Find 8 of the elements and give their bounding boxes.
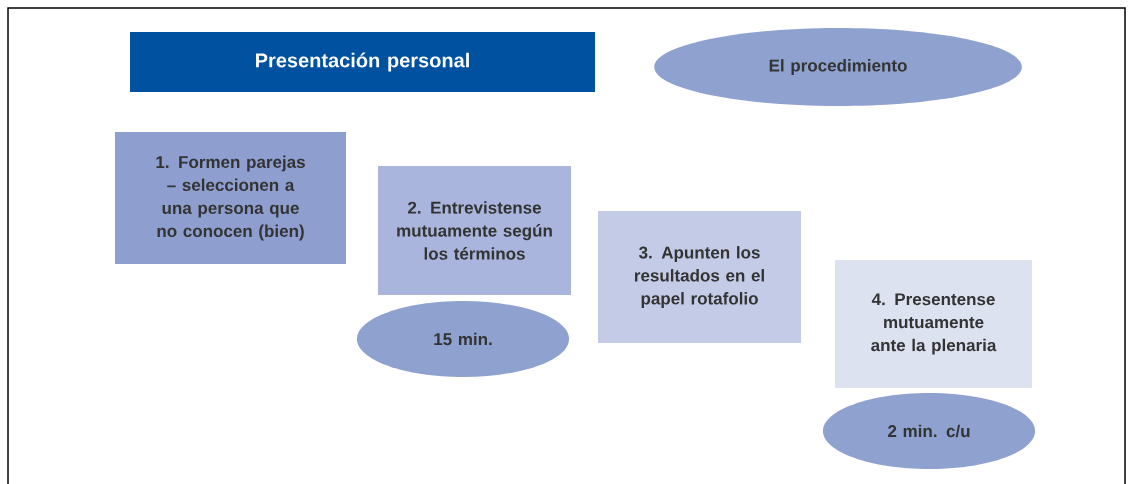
oval: El procedimiento <box>654 28 1022 106</box>
step-box: 1. Formen parejas – seleccionen a una persona que no conocen (bien) <box>115 132 346 264</box>
time-oval: 15 min. <box>356 301 570 377</box>
step-box: 4. Presentense mutuamente ante la plenaria <box>835 260 1032 388</box>
step-box: 3. Apunten los resultados en el papel rotafolio <box>598 211 801 343</box>
step-box: 2. Entrevistense mutuamente según los términos <box>378 166 571 295</box>
time-oval: 2 min. c/u <box>822 393 1036 469</box>
title-box: Presentación personal <box>130 32 595 92</box>
